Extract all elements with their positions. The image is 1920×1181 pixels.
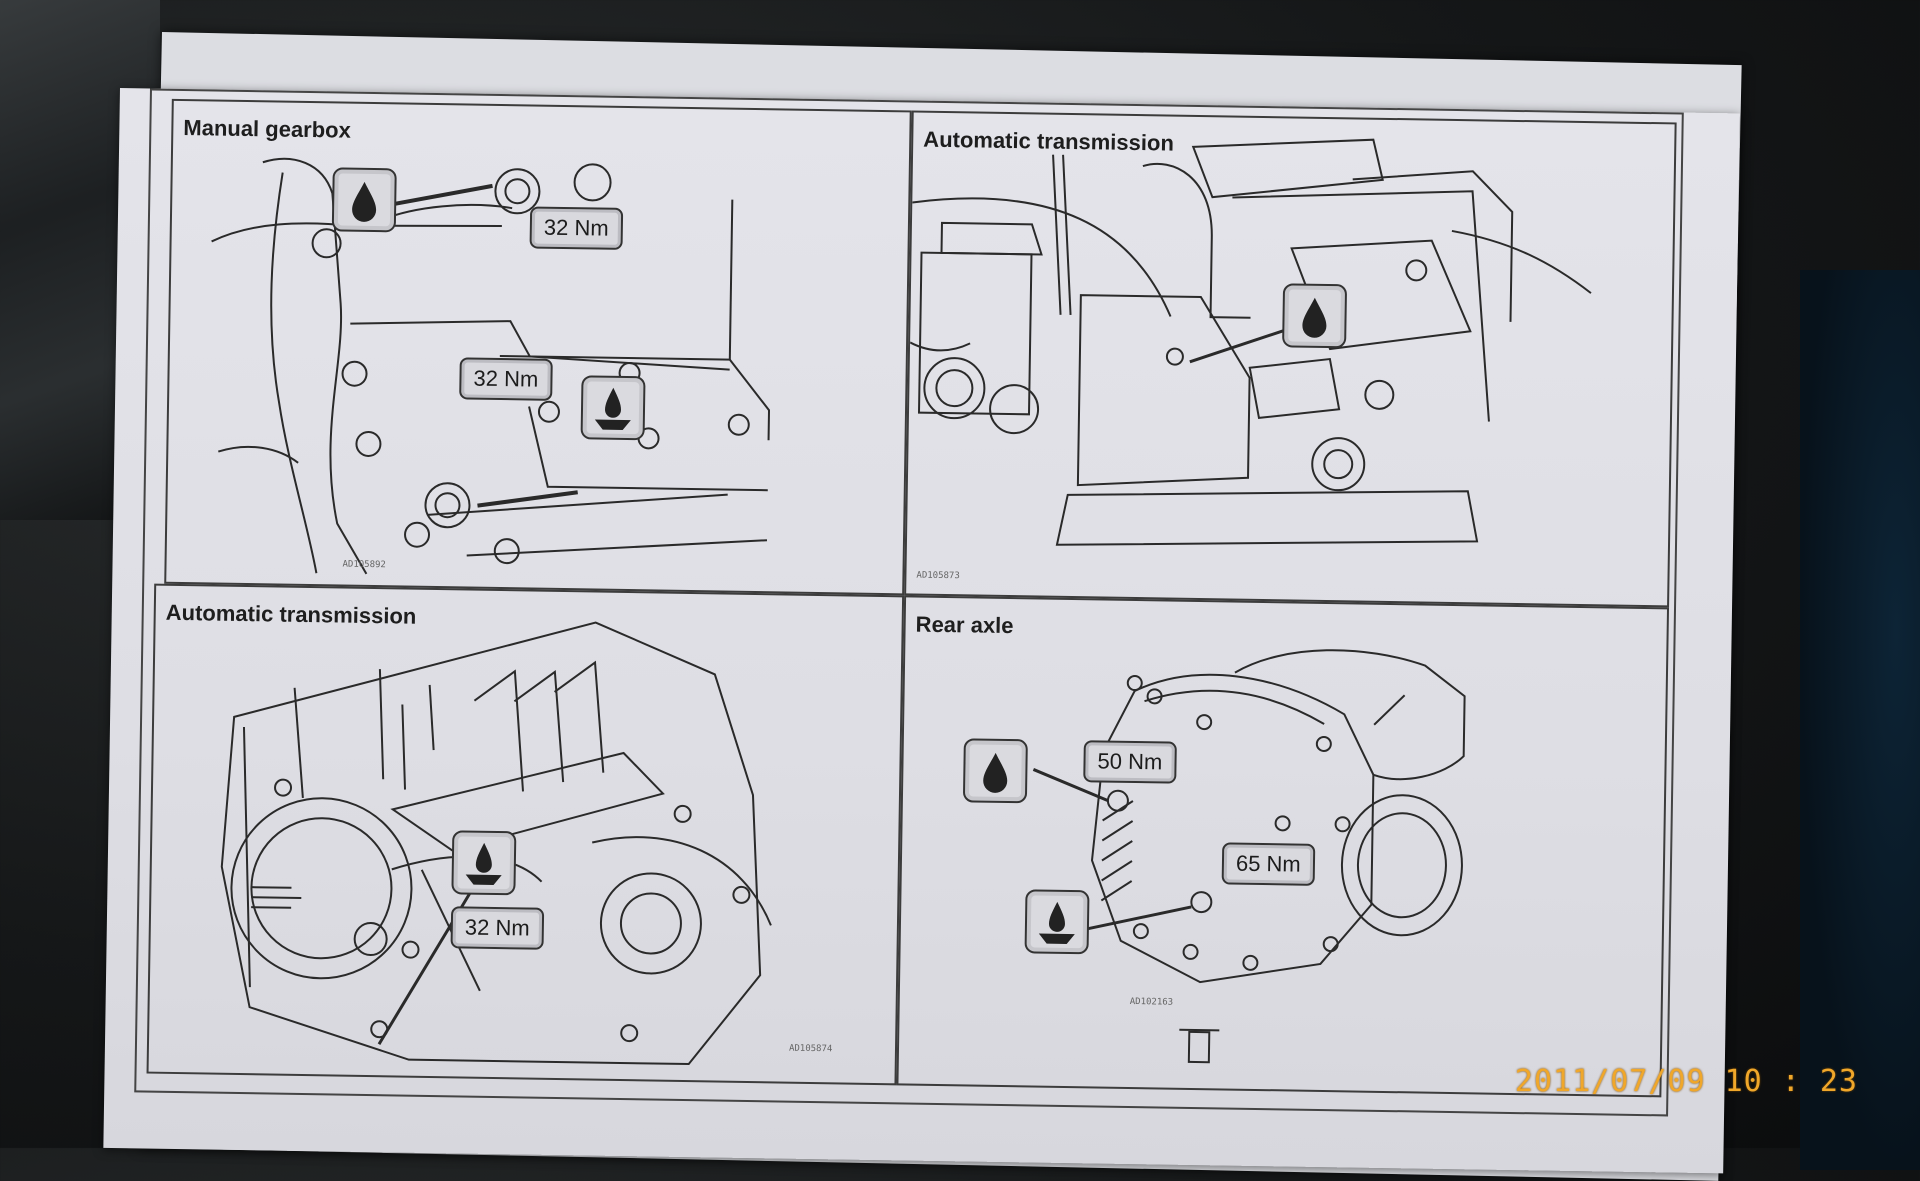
figure-code: AD105873 [916, 570, 960, 582]
torque-label: 32 Nm [450, 906, 544, 950]
automatic-transmission-engine-bay-drawing [909, 138, 1592, 546]
camera-timestamp: 2011/07/09 10 : 23 [1514, 1064, 1858, 1099]
figure-code: AD105892 [342, 559, 386, 571]
oil-drain-icon [580, 375, 646, 441]
torque-label: 50 Nm [1083, 740, 1177, 784]
manual-gearbox-drawing [211, 157, 771, 575]
oil-drain-icon [451, 830, 517, 896]
automatic-transmission-case-drawing [220, 621, 772, 1066]
torque-label: 65 Nm [1221, 842, 1316, 886]
panel-manual-gearbox: Manual gearbox [164, 98, 912, 596]
oil-drain-icon [1024, 889, 1090, 955]
service-manual-page: Manual gearbox [103, 88, 1740, 1174]
panel-automatic-transmission-bottom: Automatic transmission [146, 583, 905, 1086]
diagram-frame: Manual gearbox [134, 88, 1684, 1117]
rear-axle-differential-drawing [1032, 649, 1466, 1064]
panel-automatic-transmission-top: Automatic transmission [904, 110, 1677, 608]
torque-label: 32 Nm [459, 357, 553, 401]
oil-fill-icon [962, 738, 1028, 804]
oil-fill-icon [1282, 283, 1348, 349]
panel-rear-axle: Rear axle [896, 595, 1670, 1098]
figure-code: AD102163 [1129, 996, 1174, 1008]
torque-label: 32 Nm [529, 206, 623, 250]
oil-fill-icon [331, 167, 397, 233]
blue-drum-background [1800, 270, 1920, 1170]
figure-code: AD105874 [788, 1043, 833, 1055]
